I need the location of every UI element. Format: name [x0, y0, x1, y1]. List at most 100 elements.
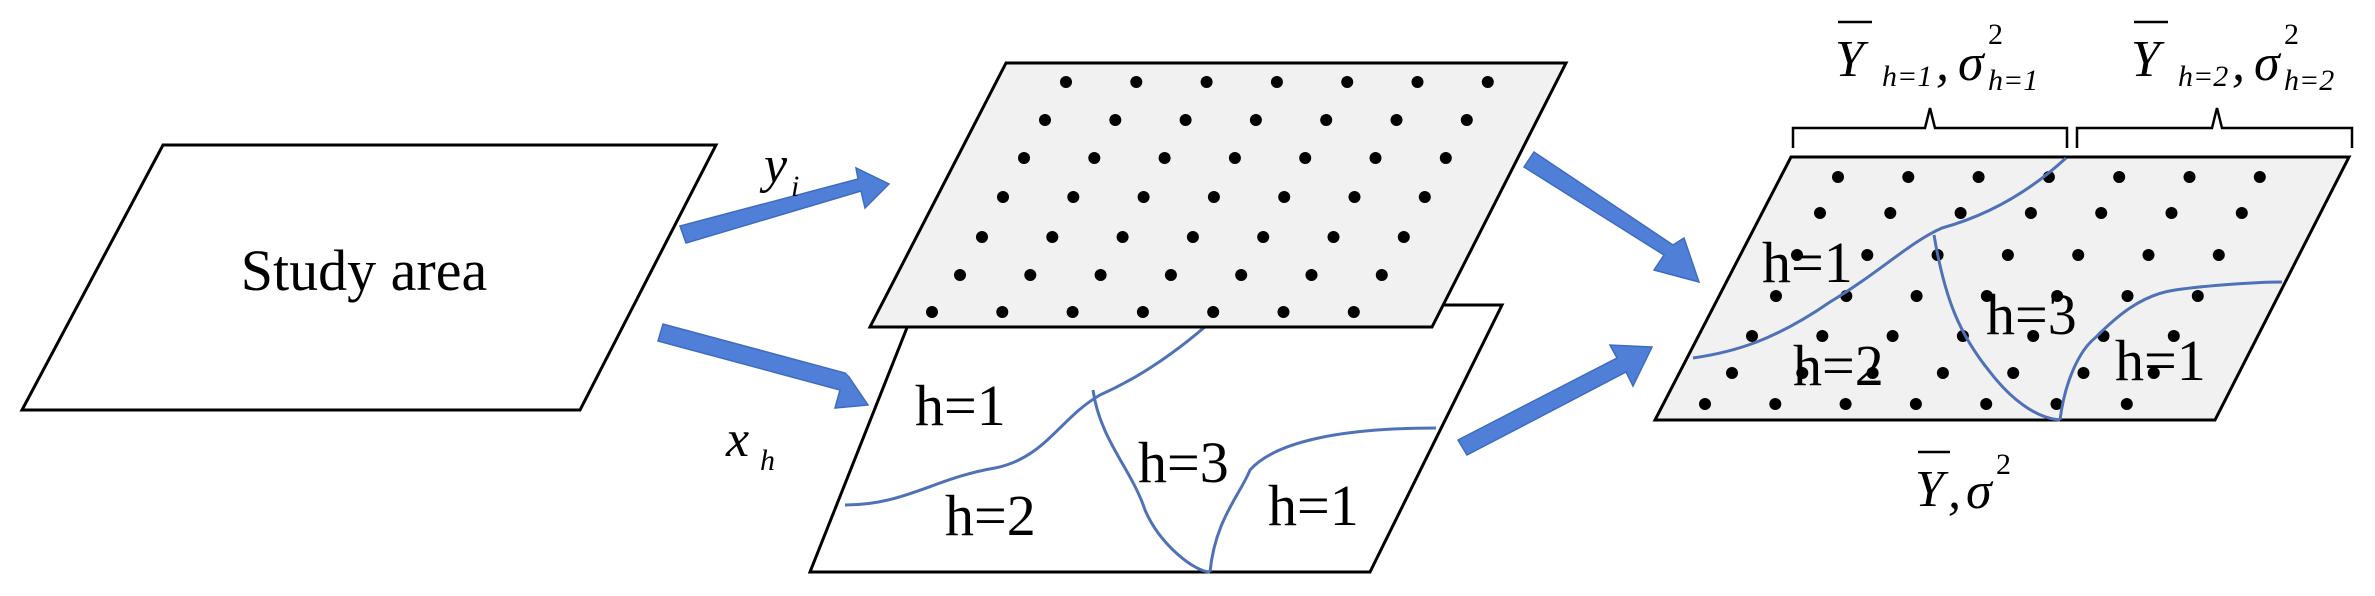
- stratum-label-h3: h=3: [1138, 430, 1229, 495]
- sample-point: [1418, 191, 1431, 203]
- sample-point: [1866, 367, 1879, 379]
- sample-point: [1814, 207, 1826, 219]
- sample-point: [2147, 367, 2160, 379]
- sample-point: [1909, 398, 1922, 410]
- sample-point: [1200, 76, 1213, 88]
- sample-point: [1460, 114, 1473, 126]
- mean-subscript: h=1: [1882, 60, 1932, 93]
- x-symbol: x: [725, 411, 749, 468]
- sample-point: [1980, 290, 1993, 302]
- sample-point: [1839, 398, 1852, 410]
- sample-point: [1207, 191, 1220, 203]
- stratum-label-h2: h=2: [945, 483, 1036, 548]
- sample-point: [1130, 76, 1143, 88]
- result-layer: h=1 h=2 h=3 h=1: [1652, 155, 2352, 422]
- sample-point: [1375, 269, 1388, 281]
- sample-point: [1228, 152, 1241, 164]
- stratum-label-h1: h=1: [1268, 473, 1359, 538]
- sample-point: [2051, 290, 2064, 302]
- sample-point: [1390, 114, 1403, 126]
- variance-superscript: 2: [2284, 18, 2299, 51]
- variance-symbol: σ: [2254, 35, 2282, 92]
- strata-boundary: [1208, 426, 1437, 573]
- y-subscript: i: [791, 170, 799, 203]
- sample-point: [2001, 249, 2014, 261]
- sample-point: [1796, 367, 1809, 379]
- sample-point: [1158, 152, 1171, 164]
- result-stratum-label-h3: h=3: [1986, 282, 2077, 347]
- estimate-stratum-2: Y h=2 , σ 2 h=2: [2131, 18, 2334, 97]
- brace-stratum-1: [1791, 107, 2069, 148]
- result-sample-points: [1699, 171, 2266, 410]
- sample-point: [1299, 152, 1312, 164]
- arrow-to-result: [1456, 344, 1654, 456]
- result-stratum-label-h1: h=1: [2115, 328, 2206, 393]
- sample-point: [2072, 249, 2085, 261]
- sample-point: [1954, 207, 1967, 219]
- sample-point: [1341, 76, 1354, 88]
- variance-superscript: 2: [1988, 18, 2003, 51]
- sample-point: [2120, 398, 2133, 410]
- sample-point: [1411, 76, 1424, 88]
- sample-point: [1861, 249, 1874, 261]
- sample-point: [2235, 207, 2248, 219]
- sample-point: [1164, 269, 1177, 281]
- sample-point: [1179, 114, 1192, 126]
- result-boundary: [1692, 156, 2068, 360]
- sample-point: [1746, 330, 1758, 342]
- sample-point: [1039, 114, 1051, 126]
- y-i-label: y i: [759, 137, 799, 203]
- sample-point: [1327, 231, 1340, 243]
- sample-point: [1186, 231, 1199, 243]
- sample-point: [1910, 290, 1923, 302]
- sample-point: [2050, 398, 2063, 410]
- sample-point: [2121, 290, 2134, 302]
- sample-point: [1972, 171, 1985, 183]
- mean-symbol: Y: [1835, 31, 1869, 88]
- y-symbol: y: [759, 137, 788, 194]
- sample-point: [1726, 367, 1738, 379]
- sample-point: [1481, 76, 1494, 88]
- sample-point: [1397, 231, 1410, 243]
- sample-point: [997, 191, 1009, 203]
- sample-point: [1320, 114, 1333, 126]
- sample-point: [1060, 76, 1072, 88]
- sample-points-layer: [867, 61, 1569, 329]
- variance-subscript: h=2: [2284, 64, 2334, 97]
- result-stratum-label-h1: h=1: [1762, 230, 1853, 295]
- sample-point: [2167, 330, 2180, 342]
- sample-points: [926, 76, 1494, 318]
- stratum-label-h1: h=1: [915, 373, 1006, 438]
- mean-subscript: h=2: [2178, 60, 2228, 93]
- sample-point: [1018, 152, 1030, 164]
- variance-symbol: σ: [1966, 463, 1994, 520]
- sample-point: [1066, 306, 1079, 318]
- sample-point: [1980, 398, 1993, 410]
- sample-point: [2183, 171, 2196, 183]
- sample-point: [1067, 191, 1080, 203]
- mean-symbol: Y: [2131, 31, 2165, 88]
- variance-superscript: 2: [1996, 448, 2011, 481]
- separator: ,: [1936, 35, 1949, 92]
- sample-point: [1770, 290, 1782, 302]
- sample-point: [1936, 367, 1949, 379]
- sample-point: [1832, 171, 1844, 183]
- sample-point: [1257, 231, 1270, 243]
- sample-point: [1791, 249, 1803, 261]
- sample-point: [2191, 290, 2204, 302]
- x-subscript: h: [760, 444, 775, 477]
- separator: ,: [2232, 35, 2245, 92]
- sample-point: [1278, 191, 1291, 203]
- sample-point: [1369, 152, 1382, 164]
- sample-point: [954, 269, 966, 281]
- result-shape: [1652, 155, 2352, 422]
- sample-point: [976, 231, 988, 243]
- sample-point: [1094, 269, 1107, 281]
- sample-point: [1886, 330, 1899, 342]
- result-boundary: [1932, 234, 2061, 422]
- variance-symbol: σ: [1958, 35, 1986, 92]
- x-h-label: x h: [725, 411, 775, 477]
- study-area-shape: [19, 143, 719, 412]
- sample-point: [996, 306, 1009, 318]
